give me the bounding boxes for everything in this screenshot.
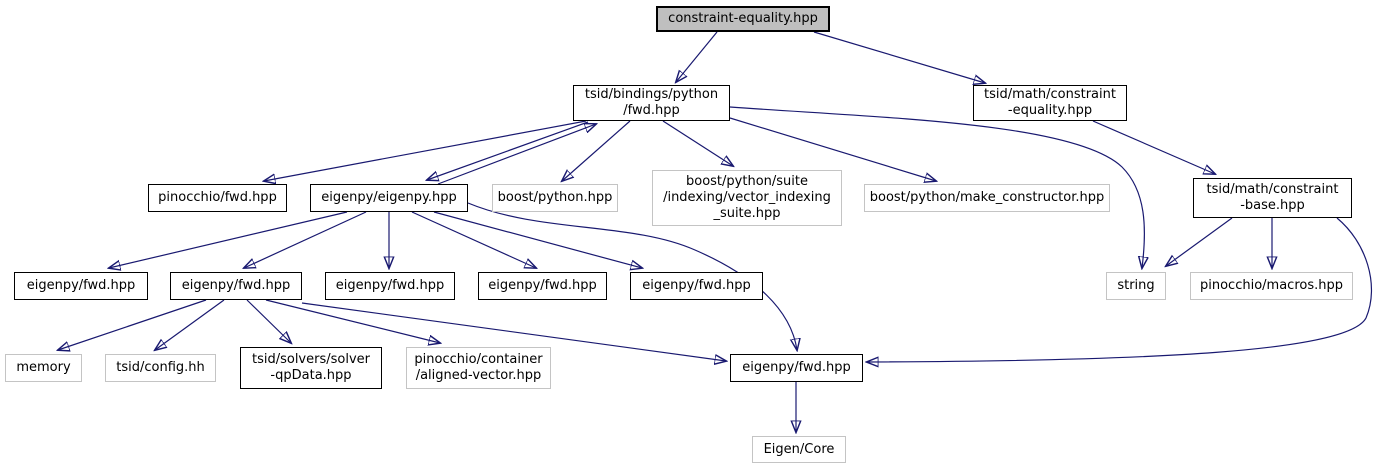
graph-node-eigen-core: Eigen/Core: [752, 436, 846, 463]
graph-node-string: string: [1106, 272, 1166, 300]
graph-node-eigenpy-fwd-3[interactable]: eigenpy/fwd.hpp: [325, 272, 455, 300]
edge-eigenpy-eigenpy-to-eigenpy-fwd-1: [109, 211, 348, 268]
graph-node-vector-indexing: boost/python/suite /indexing/vector_inde…: [652, 170, 842, 226]
graph-node-math-constraint-eq[interactable]: tsid/math/constraint -equality.hpp: [973, 85, 1127, 121]
edge-root-to-math-constraint-eq: [813, 31, 985, 83]
graph-node-math-constraint-base[interactable]: tsid/math/constraint -base.hpp: [1193, 178, 1352, 218]
graph-node-memory: memory: [5, 354, 82, 382]
graph-node-eigenpy-fwd-4[interactable]: eigenpy/fwd.hpp: [478, 272, 607, 300]
edge-math-constraint-eq-to-math-constraint-base: [1092, 120, 1215, 174]
graph-node-root: constraint-equality.hpp: [656, 6, 830, 32]
graph-node-eigenpy-fwd-1[interactable]: eigenpy/fwd.hpp: [14, 272, 148, 300]
graph-node-eigenpy-eigenpy[interactable]: eigenpy/eigenpy.hpp: [310, 184, 468, 212]
graph-node-eigenpy-fwd-2[interactable]: eigenpy/fwd.hpp: [170, 272, 302, 300]
edge-eigenpy-eigenpy-to-bindings-fwd: [437, 124, 596, 185]
edge-eigenpy-fwd-2-to-aligned-vector: [265, 299, 440, 343]
edge-bindings-fwd-to-vector-indexing: [662, 120, 733, 166]
edge-eigenpy-fwd-2-to-tsid-config: [155, 299, 225, 350]
graph-node-aligned-vector: pinocchio/container /aligned-vector.hpp: [406, 347, 551, 389]
graph-node-solver-qpdata[interactable]: tsid/solvers/solver -qpData.hpp: [240, 347, 382, 389]
edge-eigenpy-fwd-2-to-memory: [58, 299, 207, 350]
edge-math-constraint-base-to-string: [1166, 217, 1233, 266]
graph-node-boost-python: boost/python.hpp: [492, 184, 618, 212]
edge-eigenpy-eigenpy-to-eigenpy-fwd-5: [433, 211, 642, 268]
edge-eigenpy-eigenpy-to-eigenpy-fwd-2: [244, 211, 367, 268]
graph-node-pinocchio-fwd[interactable]: pinocchio/fwd.hpp: [148, 184, 287, 212]
graph-node-bindings-fwd[interactable]: tsid/bindings/python /fwd.hpp: [573, 85, 730, 121]
edge-bindings-fwd-to-pinocchio-fwd: [264, 120, 587, 181]
graph-node-pinocchio-macros: pinocchio/macros.hpp: [1190, 272, 1353, 300]
edge-root-to-bindings-fwd: [676, 31, 718, 82]
edge-bindings-fwd-to-boost-python: [562, 120, 631, 181]
edge-bindings-fwd-to-eigenpy-eigenpy: [427, 121, 589, 180]
graph-node-eigenpy-fwd-5[interactable]: eigenpy/fwd.hpp: [630, 272, 763, 300]
graph-node-make-constructor: boost/python/make_constructor.hpp: [864, 184, 1110, 212]
graph-node-tsid-config: tsid/config.hh: [105, 354, 216, 382]
graph-node-eigenpy-fwd-main[interactable]: eigenpy/fwd.hpp: [730, 354, 863, 382]
edge-eigenpy-fwd-2-to-solver-qpdata: [246, 299, 291, 343]
edge-eigenpy-eigenpy-to-eigenpy-fwd-4: [411, 211, 536, 268]
